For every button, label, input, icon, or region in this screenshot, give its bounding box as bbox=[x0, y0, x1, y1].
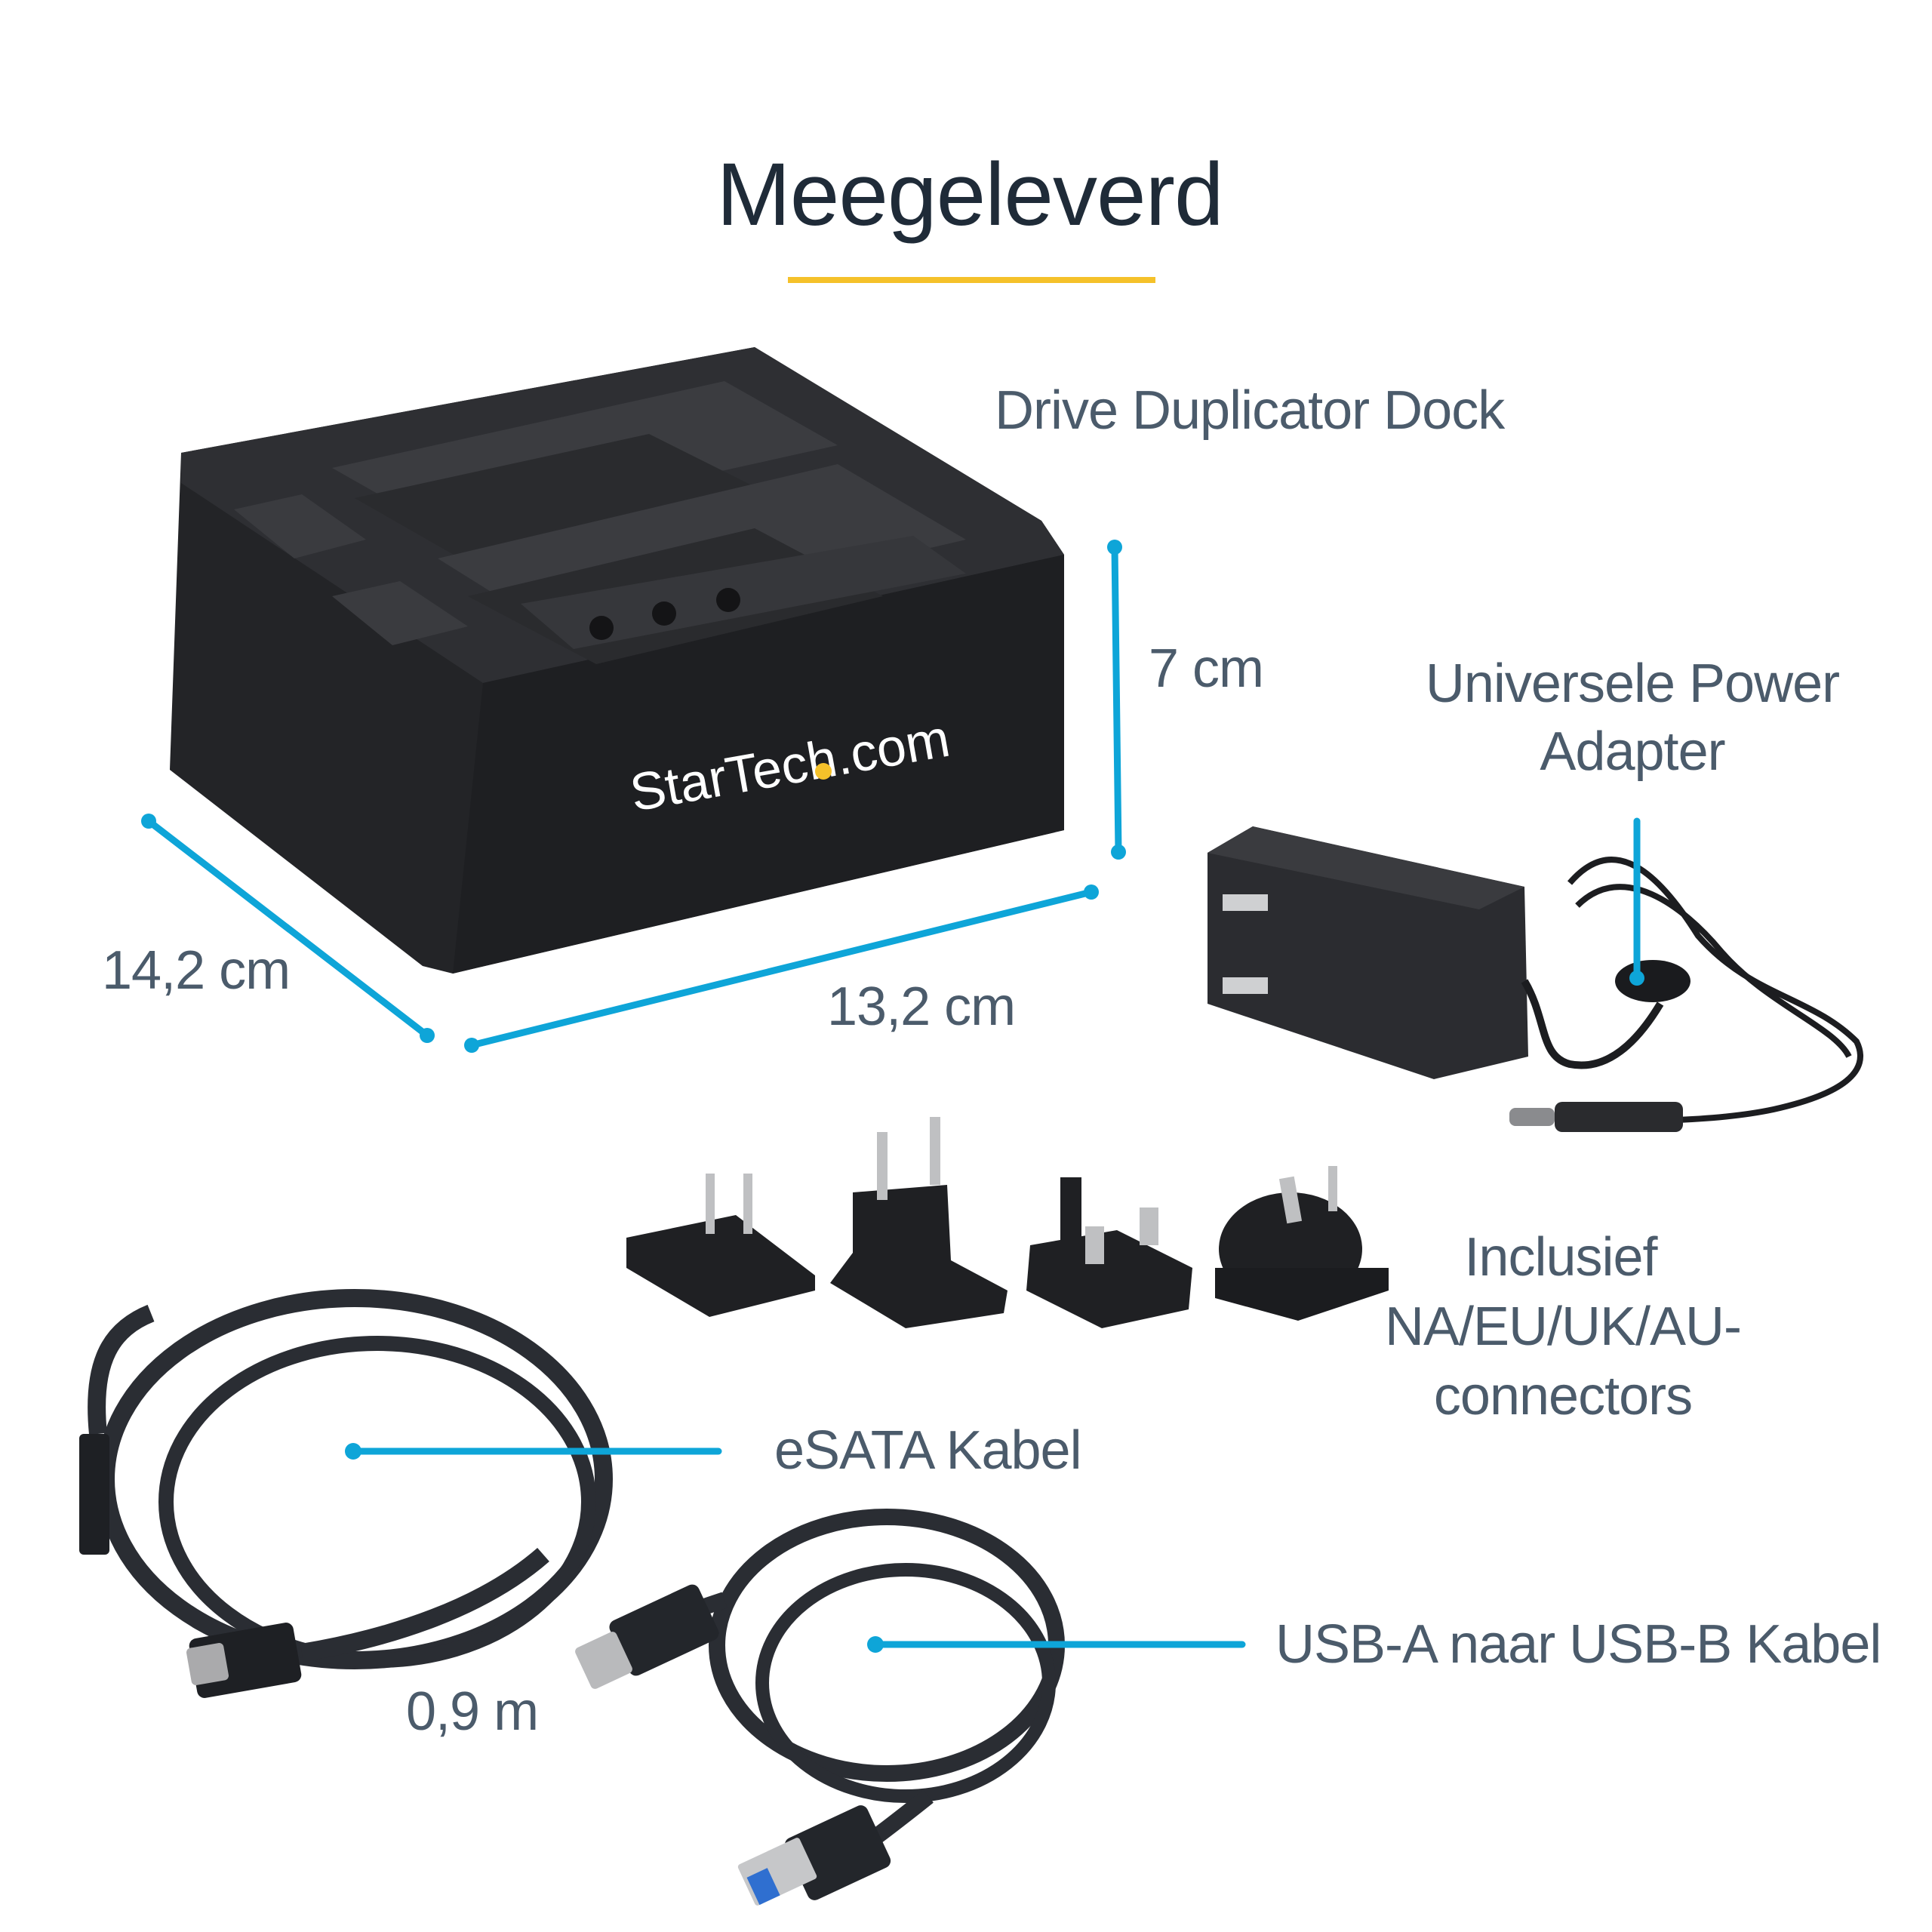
au-plug bbox=[1215, 1166, 1389, 1321]
callout-lines bbox=[141, 540, 1644, 1653]
uk-plug bbox=[1026, 1177, 1192, 1328]
drive-duplicator-dock-image: StarTech.com bbox=[170, 347, 1064, 974]
depth-label: 14,2 cm bbox=[102, 940, 291, 1001]
width-dimension-line bbox=[468, 888, 1095, 1049]
page-title: Meegeleverd bbox=[716, 145, 1223, 245]
plugs-label-line3: connectors bbox=[1433, 1366, 1693, 1426]
usb-connectors bbox=[575, 1584, 891, 1906]
eu-plug bbox=[830, 1117, 1008, 1328]
adapter-label-line1: Universele Power bbox=[1425, 654, 1840, 714]
esata-connectors bbox=[79, 1434, 302, 1698]
international-plugs-image bbox=[626, 1117, 1389, 1328]
height-label: 7 cm bbox=[1149, 638, 1264, 699]
height-dimension-line bbox=[1111, 543, 1122, 856]
adapter-label-line2: Adapter bbox=[1540, 721, 1725, 782]
esata-cable-label: eSATA Kabel bbox=[774, 1420, 1082, 1481]
esata-cable-length: 0,9 m bbox=[406, 1681, 539, 1742]
plugs-label-line2: NA/EU/UK/AU- bbox=[1384, 1297, 1742, 1357]
usb-cable-label: USB-A naar USB-B Kabel bbox=[1275, 1614, 1881, 1675]
plugs-label-line1: Inclusief bbox=[1464, 1227, 1657, 1287]
esata-cable-image bbox=[88, 1289, 613, 1669]
depth-dimension-line bbox=[145, 817, 431, 1039]
title-underline bbox=[788, 277, 1155, 283]
power-adapter-image bbox=[1208, 826, 1863, 1132]
dock-label: Drive Duplicator Dock bbox=[995, 380, 1505, 441]
width-label: 13,2 cm bbox=[827, 977, 1016, 1037]
na-plug bbox=[626, 1174, 815, 1317]
